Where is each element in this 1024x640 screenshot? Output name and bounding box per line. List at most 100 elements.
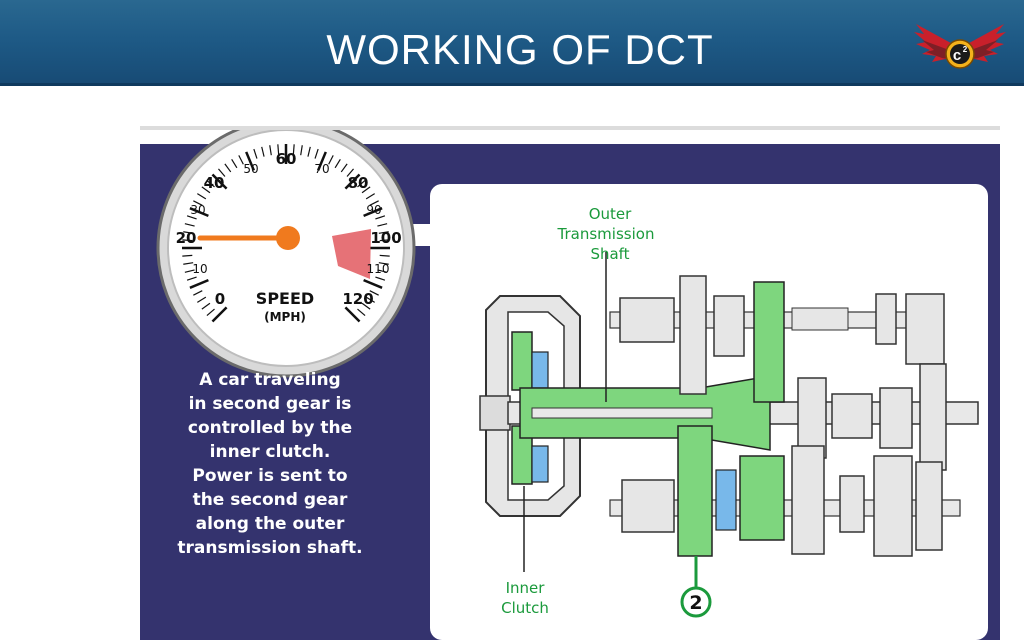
speed-tick-mark: [344, 306, 361, 323]
speed-tick-mark: [361, 186, 371, 194]
speed-tick-mark: [277, 144, 280, 155]
needle-hub: [276, 226, 300, 250]
outer-shaft-label-line1: Outer: [589, 205, 632, 223]
speed-tick-mark: [328, 155, 334, 165]
speed-tick-mark: [183, 231, 194, 234]
input-shaft-stub: [479, 395, 511, 431]
speed-tick-mark: [189, 278, 209, 289]
speed-tick-mark: [378, 231, 389, 234]
speed-tick-30: 30: [190, 203, 205, 217]
speed-tick-10: 10: [192, 262, 207, 276]
redline-zone: [332, 229, 371, 279]
speedometer: 0 10 20 30 40 50 60 70 80 90 100 110 120…: [156, 126, 416, 378]
caption-line: along the outer: [195, 514, 345, 534]
gear-two-badge: [680, 586, 712, 618]
speed-tick-mark: [292, 144, 295, 155]
speed-tick-mark: [363, 207, 383, 218]
figure-top-rule: [140, 126, 1000, 130]
slide-title: WORKING OF DCT: [326, 26, 714, 73]
inner-clutch-label-line2: Clutch: [501, 599, 549, 617]
speed-tick-mark: [206, 308, 215, 316]
speed-tick-mark: [346, 168, 354, 177]
gear-upper-1: [679, 275, 707, 395]
slide-header: WORKING OF DCT c 2: [0, 0, 1024, 86]
speed-tick-mark: [186, 215, 197, 220]
clutch-plates-lower: [531, 445, 549, 483]
speed-tick-60: 60: [276, 150, 297, 168]
caption-line: in second gear is: [188, 394, 352, 414]
speed-tick-mark: [365, 296, 375, 303]
inner-clutch-upper: [511, 331, 533, 391]
inner-clutch-label-line1: Inner: [506, 579, 546, 597]
speed-tick-mark: [316, 151, 327, 171]
speed-tick-120: 120: [342, 290, 373, 308]
speed-tick-mark: [184, 223, 195, 227]
speed-tick-mark: [269, 145, 272, 156]
speed-tick-mark: [189, 207, 209, 218]
speed-tick-mark: [184, 269, 195, 273]
speed-tick-mark: [379, 239, 390, 242]
speed-tick-mark: [193, 200, 203, 206]
outer-shaft-label-line2: Transmission: [557, 225, 655, 243]
caption-line: transmission shaft.: [177, 538, 363, 558]
outer-shaft-label-line3: Shaft: [590, 245, 629, 263]
speed-tick-mark: [201, 186, 211, 194]
speed-tick-mark: [186, 276, 197, 281]
speed-tick-mark: [245, 151, 256, 171]
caption-line: controlled by the: [187, 418, 353, 438]
speed-tick-mark: [369, 290, 379, 296]
speed-tick-mark: [357, 180, 366, 188]
speed-tick-70: 70: [314, 162, 329, 176]
speed-tick-mark: [300, 145, 303, 156]
speed-tick-50: 50: [243, 162, 258, 176]
caption-line: Power is sent to: [192, 466, 348, 486]
speed-tick-mark: [378, 262, 389, 265]
speed-tick-mark: [361, 302, 371, 310]
clutch-plates-upper: [531, 351, 549, 389]
speed-tick-mark: [340, 163, 348, 173]
speed-tick-mark: [182, 254, 193, 257]
logo-letter: c: [953, 47, 961, 64]
speed-tick-mark: [307, 146, 311, 157]
speed-tick-mark: [211, 173, 228, 190]
speed-tick-mark: [206, 180, 215, 188]
speed-unit: (MPH): [264, 310, 306, 324]
speed-tick-80: 80: [348, 174, 369, 192]
speed-tick-90: 90: [366, 203, 381, 217]
speed-tick-mark: [375, 215, 386, 220]
speed-tick-mark: [231, 159, 238, 169]
speed-tick-mark: [314, 148, 319, 159]
speed-label: SPEED: [256, 289, 314, 308]
speed-tick-mark: [334, 159, 341, 169]
speed-tick-0: 0: [215, 290, 225, 308]
speed-tick-40: 40: [204, 174, 225, 192]
speed-tick-mark: [218, 168, 226, 177]
speed-tick-mark: [344, 173, 361, 190]
speed-tick-mark: [197, 296, 207, 303]
speed-tick-mark: [375, 276, 386, 281]
second-gear: [677, 425, 713, 557]
diagram-caption: A car traveling in second gear is contro…: [150, 368, 390, 560]
logo-superscript: 2: [963, 45, 968, 54]
speed-tick-mark: [379, 254, 390, 257]
header-bottom-stripe: [0, 83, 1024, 86]
speed-tick-mark: [182, 239, 193, 242]
speed-tick-mark: [224, 163, 232, 173]
second-gear-synchro: [715, 469, 737, 531]
speed-tick-mark: [365, 193, 375, 200]
speed-tick-20: 20: [176, 229, 197, 247]
winged-logo-icon: c 2: [914, 24, 1006, 69]
speed-tick-mark: [363, 278, 383, 289]
speed-tick-mark: [369, 200, 379, 206]
speed-tick-mark: [238, 155, 244, 165]
dct-diagram: 0 10 20 30 40 50 60 70 80 90 100 110 120…: [140, 126, 1000, 640]
speed-tick-110: 110: [367, 262, 390, 276]
speed-tick-mark: [183, 262, 194, 265]
speed-tick-mark: [377, 223, 388, 227]
speed-tick-marks: [182, 144, 390, 323]
caption-line: A car traveling: [199, 370, 341, 390]
speed-tick-mark: [357, 308, 366, 316]
gear-two-number: 2: [689, 592, 702, 614]
speed-tick-mark: [261, 146, 265, 157]
speed-tick-mark: [211, 306, 228, 323]
